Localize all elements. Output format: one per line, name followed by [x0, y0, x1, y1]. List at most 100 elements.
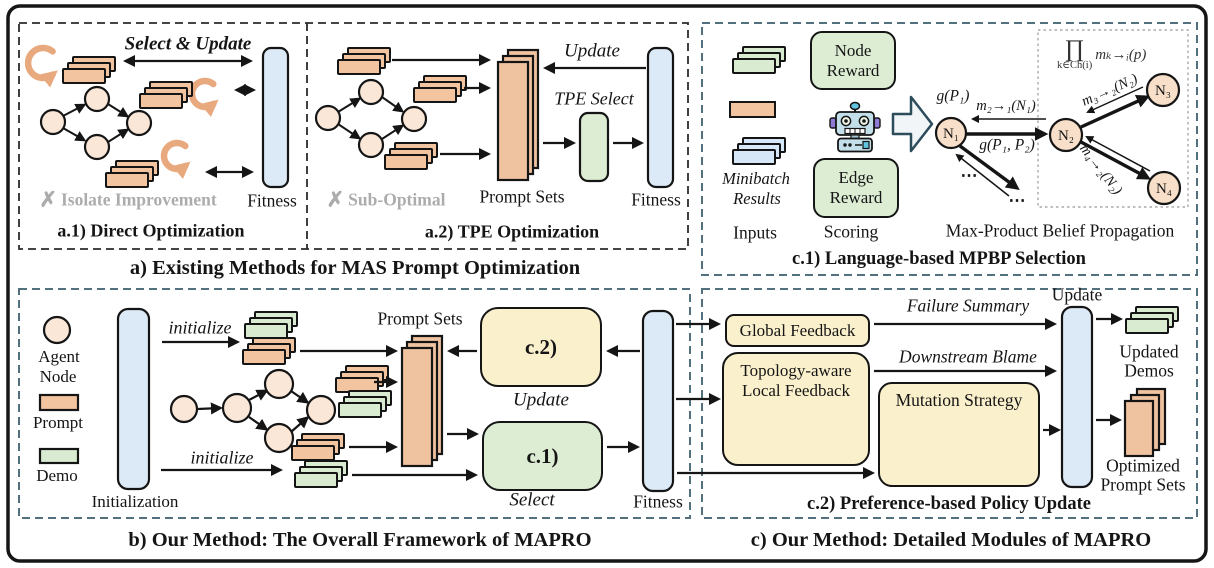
a2-warning-text: Sub-Optimal	[348, 189, 446, 210]
optimized-prompt-label2: Prompt Sets	[1100, 474, 1186, 495]
b-prompt-sets-stack	[400, 334, 444, 468]
a2-agent-graph	[314, 78, 428, 159]
mpbp-nodes	[934, 72, 1182, 206]
c2-optimized-prompt-stack	[1123, 387, 1167, 458]
a2-update-label: Update	[564, 40, 620, 62]
bp-node3-label: N₃	[1154, 82, 1172, 99]
c2-title: c.2) Preference-based Policy Update	[807, 494, 1091, 515]
mpbp-formula: ∏ k∈Ch(i) mₖ→ᵢ(p)	[1057, 36, 1147, 71]
legend-demo-swatch	[38, 447, 80, 465]
a2-prompt-sets-stack	[496, 48, 540, 182]
a1-fitness-label: Fitness	[247, 190, 297, 211]
c1-inputs-stacks	[729, 46, 786, 165]
dots-bottom: ⋯	[1008, 190, 1026, 210]
formula-prod: ∏	[1064, 36, 1085, 62]
a2-fitness-bar	[646, 46, 675, 189]
g-p1-p2-label: g(P₁, P₂)	[979, 136, 1035, 154]
b-prompt-sets-label: Prompt Sets	[377, 308, 463, 329]
bp-node4-label: N₄	[1155, 180, 1173, 197]
downstream-blame-label: Downstream Blame	[899, 346, 1037, 367]
b-c1-ref-label: c.1)	[526, 443, 559, 468]
inputs-label: Inputs	[733, 222, 777, 243]
a2-prompt-sets-label: Prompt Sets	[479, 186, 565, 207]
edge-reward-box: Edge Reward	[813, 158, 899, 218]
robot-icon	[829, 101, 881, 153]
mutation-strategy-label: Mutation Strategy	[895, 390, 1023, 410]
minibatch-label: Minibatch	[722, 169, 790, 189]
section-c-title: c) Our Method: Detailed Modules of MAPRO	[750, 528, 1152, 551]
node-reward-label: Node	[834, 40, 872, 60]
mpbp-caption: Max-Product Belief Propagation	[945, 220, 1175, 241]
a2-title: a.2) TPE Optimization	[424, 221, 600, 242]
dots-left: ⋯	[960, 165, 978, 185]
a2-warning: ✗ Sub-Optimal	[326, 187, 446, 212]
b-c1-caption: Select	[509, 489, 555, 511]
panel-borders	[18, 22, 1198, 519]
a1-fitness-bar	[261, 46, 290, 189]
m21-label: m₂→₁(N₁)	[976, 98, 1036, 115]
edge-reward-label: Edge	[838, 168, 874, 187]
b-fitness-label: Fitness	[633, 491, 683, 512]
a2-x-mark: ✗	[326, 187, 345, 212]
c2-update-bar-label: Update	[1051, 284, 1103, 305]
mpbp-arrows	[955, 86, 1151, 197]
c2-arrows	[874, 312, 1124, 437]
updated-demos-label: Updated	[1119, 341, 1179, 362]
a1-agent-graph	[39, 85, 153, 161]
initialization-label: Initialization	[91, 491, 179, 511]
initialize-bottom-label: initialize	[190, 447, 254, 468]
topology-feedback-box: Topology-aware Local Feedback	[722, 352, 870, 466]
a1-warning: ✗ Isolate Improvement	[39, 187, 217, 212]
bp-node2-label: N₂	[1057, 127, 1075, 144]
optimized-prompt-label: Optimized	[1106, 455, 1180, 476]
b-legend-shapes	[38, 315, 80, 465]
a2-tpe-select-box	[578, 111, 610, 183]
minibatch-label2: Results	[733, 189, 781, 209]
bp-node1-label: N₁	[942, 125, 960, 142]
topology-feedback-label: Topology-aware	[740, 361, 852, 380]
a2-tpe-select-label: TPE Select	[554, 88, 634, 109]
legend-prompt-swatch	[38, 393, 80, 412]
node-reward-box: Node Reward	[810, 31, 896, 90]
section-b-title: b) Our Method: The Overall Framework of …	[128, 528, 592, 551]
global-feedback-label: Global Feedback	[739, 320, 856, 340]
topology-feedback-label2: Local Feedback	[741, 381, 851, 400]
legend-demo-label: Demo	[36, 465, 78, 485]
a2-arrows	[392, 53, 646, 161]
c1-title: c.1) Language-based MPBP Selection	[792, 249, 1086, 270]
failure-summary-label: Failure Summary	[906, 295, 1030, 316]
formula-sub: k∈Ch(i)	[1057, 59, 1093, 71]
big-right-arrow-icon	[891, 95, 934, 153]
refresh-icon	[24, 44, 58, 88]
updated-demos-label2: Demos	[1124, 360, 1174, 381]
g-p1-label: g(P₁)	[936, 87, 970, 105]
legend-agent-label2: Node	[39, 366, 77, 386]
a2-fitness-label: Fitness	[631, 189, 681, 210]
legend-agent-node	[42, 315, 72, 345]
legend-agent-label: Agent	[38, 346, 80, 366]
edge-reward-label2: Reward	[829, 188, 883, 207]
initialize-top-label: initialize	[168, 317, 232, 338]
b-c2-caption: Update	[513, 389, 569, 411]
mpbp-dotted-box	[1037, 29, 1189, 208]
scoring-label: Scoring	[823, 221, 879, 242]
b-c1-module-box: c.1)	[482, 421, 603, 491]
a1-title: a.1) Direct Optimization	[57, 220, 245, 241]
b-initialization-bar	[116, 307, 151, 491]
b-c2-ref-label: c.2)	[524, 334, 558, 359]
a1-x-mark: ✗	[39, 187, 57, 212]
b-fitness-bar	[641, 309, 675, 493]
node-reward-label2: Reward	[826, 60, 880, 80]
c2-update-bar	[1060, 305, 1094, 489]
formula-term: mₖ→ᵢ(p)	[1095, 47, 1147, 64]
select-update-label: Select & Update	[124, 33, 252, 55]
a1-warning-text: Isolate Improvement	[60, 189, 217, 210]
mutation-strategy-box: Mutation Strategy	[878, 382, 1040, 487]
legend-prompt-label: Prompt	[32, 412, 84, 432]
a1-arrows	[122, 54, 257, 179]
section-a-title: a) Existing Methods for MAS Prompt Optim…	[129, 256, 581, 279]
b-agent-graph	[169, 368, 337, 454]
refresh-icon	[160, 139, 191, 179]
b-arrows	[161, 317, 876, 482]
